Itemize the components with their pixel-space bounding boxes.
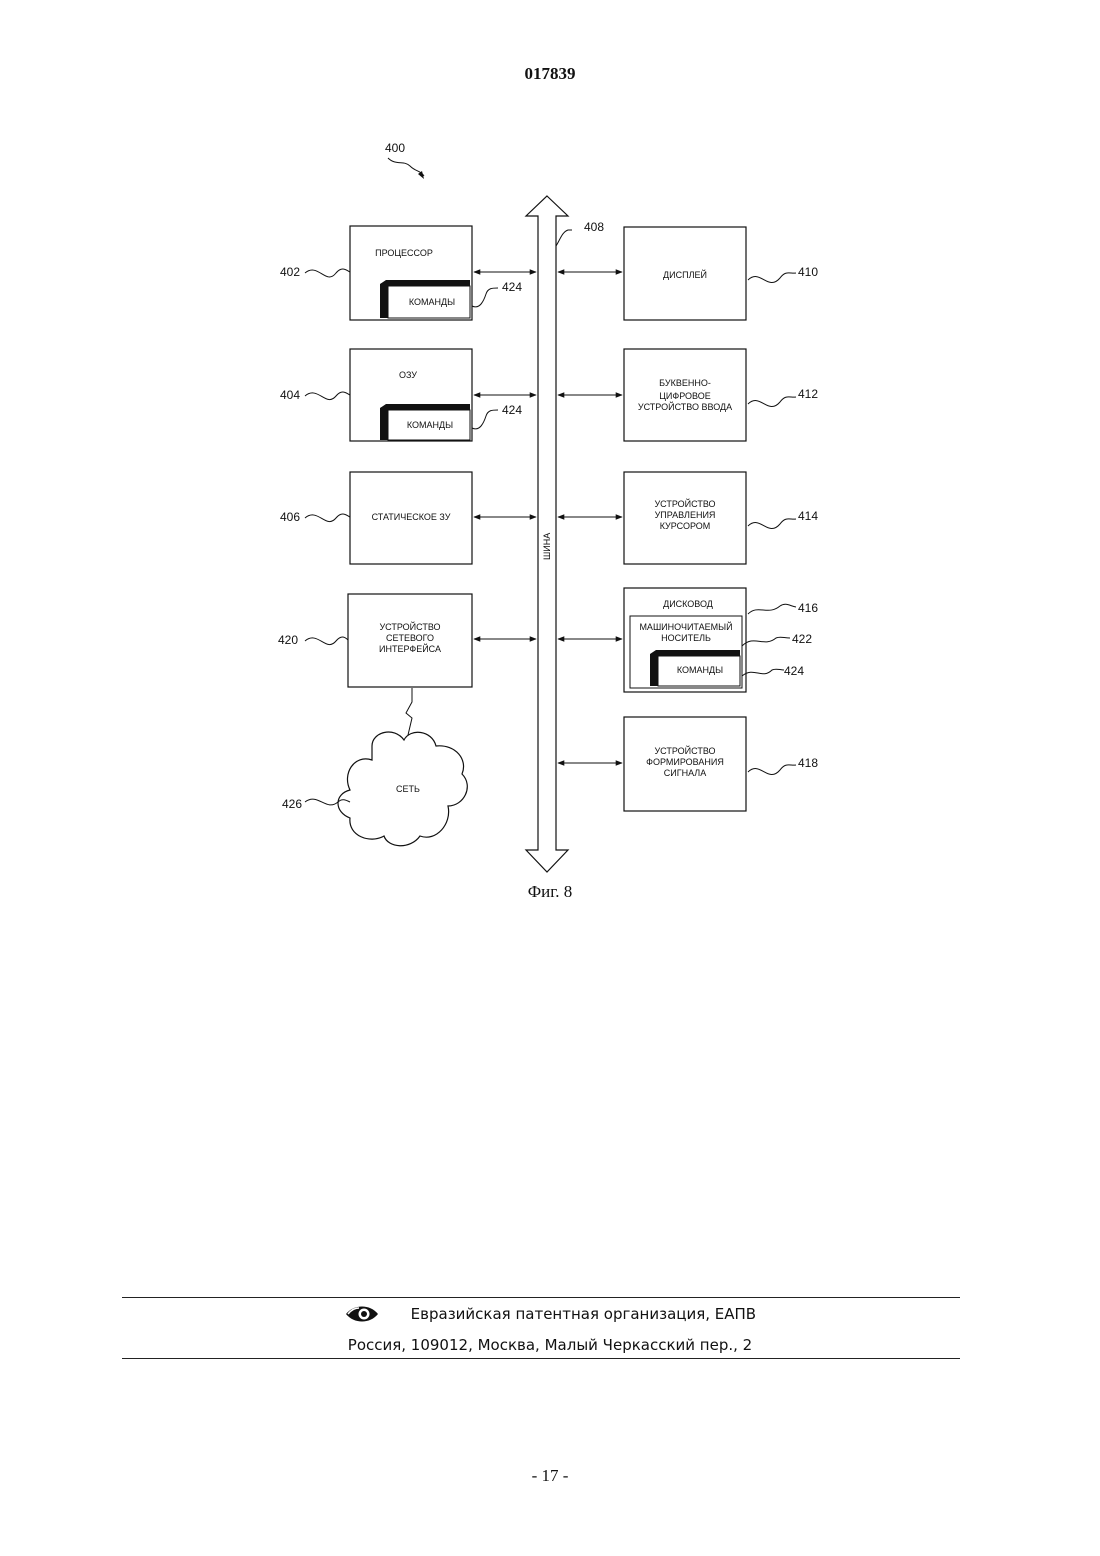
disk-instructions-label: КОМАНДЫ (677, 665, 723, 675)
cursor-control-label-2: УПРАВЛЕНИЯ (655, 510, 716, 520)
ram-instructions-label: КОМАНДЫ (407, 420, 453, 430)
alphanumeric-input-ref: 412 (798, 387, 818, 401)
machine-readable-medium-block: МАШИНОЧИТАЕМЫЙ НОСИТЕЛЬ КОМАНДЫ (630, 616, 742, 688)
figure-8-diagram: 400 ШИНА 408 ПРОЦЕССОР КОМАНДЫ 402 424 О… (0, 0, 1100, 920)
alphanumeric-input-block: БУКВЕННО- ЦИФРОВОЕ УСТРОЙСТВО ВВОДА (624, 349, 746, 441)
network-interface-label-2: СЕТЕВОГО (386, 633, 434, 643)
processor-instructions-label: КОМАНДЫ (409, 297, 455, 307)
processor-block: ПРОЦЕССОР КОМАНДЫ (350, 226, 472, 320)
ram-ref-leader (305, 392, 350, 400)
network-cloud: СЕТЬ (338, 732, 467, 846)
footer-organization: Евразийская патентная организация, ЕАПВ (0, 1304, 1100, 1328)
processor-instr-ref-leader (472, 288, 498, 307)
network-interface-ref: 420 (278, 633, 298, 647)
system-ref: 400 (385, 141, 405, 155)
signal-generation-label-1: УСТРОЙСТВО (654, 745, 715, 756)
alphanumeric-input-ref-leader (748, 397, 796, 407)
static-memory-label: СТАТИЧЕСКОЕ ЗУ (372, 512, 451, 522)
display-ref: 410 (798, 265, 818, 279)
display-ref-leader (748, 273, 796, 283)
display-label: ДИСПЛЕЙ (663, 269, 707, 280)
footer-bottom-rule (122, 1358, 960, 1359)
footer-top-rule (122, 1297, 960, 1298)
network-interface-label-3: ИНТЕРФЕЙСА (379, 643, 441, 654)
processor-instructions: КОМАНДЫ (380, 280, 470, 318)
signal-generation-ref-leader (748, 765, 796, 775)
disk-drive-label: ДИСКОВОД (663, 599, 713, 609)
disk-drive-ref-leader (748, 604, 796, 614)
bus-ref-leader (556, 230, 572, 246)
disk-instr-ref-leader (742, 669, 784, 676)
ram-instr-ref-leader (472, 410, 498, 429)
display-block: ДИСПЛЕЙ (624, 227, 746, 320)
network-interface-ref-leader (305, 637, 348, 645)
cursor-control-label-1: УСТРОЙСТВО (654, 498, 715, 509)
processor-ref: 402 (280, 265, 300, 279)
cursor-control-label-3: КУРСОРОМ (660, 521, 711, 531)
signal-generation-block: УСТРОЙСТВО ФОРМИРОВАНИЯ СИГНАЛА (624, 717, 746, 811)
signal-generation-ref: 418 (798, 756, 818, 770)
cursor-control-block: УСТРОЙСТВО УПРАВЛЕНИЯ КУРСОРОМ (624, 472, 746, 564)
cursor-control-ref-leader (748, 519, 796, 529)
ram-instr-ref: 424 (502, 403, 522, 417)
machine-readable-medium-label-1: МАШИНОЧИТАЕМЫЙ (639, 621, 732, 632)
ram-ref: 404 (280, 388, 300, 402)
static-memory-ref: 406 (280, 510, 300, 524)
medium-ref-leader (742, 637, 790, 646)
processor-ref-leader (305, 269, 350, 277)
disk-drive-ref: 416 (798, 601, 818, 615)
network-interface-block: УСТРОЙСТВО СЕТЕВОГО ИНТЕРФЕЙСА (348, 594, 472, 687)
eapo-logo-icon (344, 1304, 380, 1328)
network-label: СЕТЬ (396, 784, 420, 794)
network-ref: 426 (282, 797, 302, 811)
bus-ref: 408 (584, 220, 604, 234)
alphanumeric-input-label-1: БУКВЕННО- (659, 378, 711, 388)
static-memory-ref-leader (305, 514, 350, 522)
disk-drive-block: ДИСКОВОД МАШИНОЧИТАЕМЫЙ НОСИТЕЛЬ КОМАНДЫ (624, 588, 746, 692)
bus-label: ШИНА (542, 533, 552, 560)
footer-address: Россия, 109012, Москва, Малый Черкасский… (0, 1336, 1100, 1354)
processor-instr-ref: 424 (502, 280, 522, 294)
footer-organization-text: Евразийская патентная организация, ЕАПВ (411, 1305, 756, 1323)
figure-caption: Фиг. 8 (0, 882, 1100, 902)
page-number-footer: - 17 - (0, 1466, 1100, 1486)
alphanumeric-input-label-2: ЦИФРОВОЕ (659, 391, 710, 401)
machine-readable-medium-label-2: НОСИТЕЛЬ (661, 633, 711, 643)
signal-generation-label-2: ФОРМИРОВАНИЯ (646, 757, 724, 767)
ram-block: ОЗУ КОМАНДЫ (350, 349, 472, 441)
processor-label: ПРОЦЕССОР (375, 248, 433, 258)
network-interface-label-1: УСТРОЙСТВО (379, 621, 440, 632)
disk-instructions: КОМАНДЫ (650, 650, 740, 686)
network-link (406, 688, 412, 735)
ram-instructions: КОМАНДЫ (380, 404, 470, 440)
cursor-control-ref: 414 (798, 509, 818, 523)
medium-ref: 422 (792, 632, 812, 646)
disk-instr-ref: 424 (784, 664, 804, 678)
static-memory-block: СТАТИЧЕСКОЕ ЗУ (350, 472, 472, 564)
ram-label: ОЗУ (399, 370, 417, 380)
alphanumeric-input-label-3: УСТРОЙСТВО ВВОДА (638, 401, 732, 412)
signal-generation-label-3: СИГНАЛА (664, 768, 706, 778)
system-ref-leader (388, 158, 424, 176)
